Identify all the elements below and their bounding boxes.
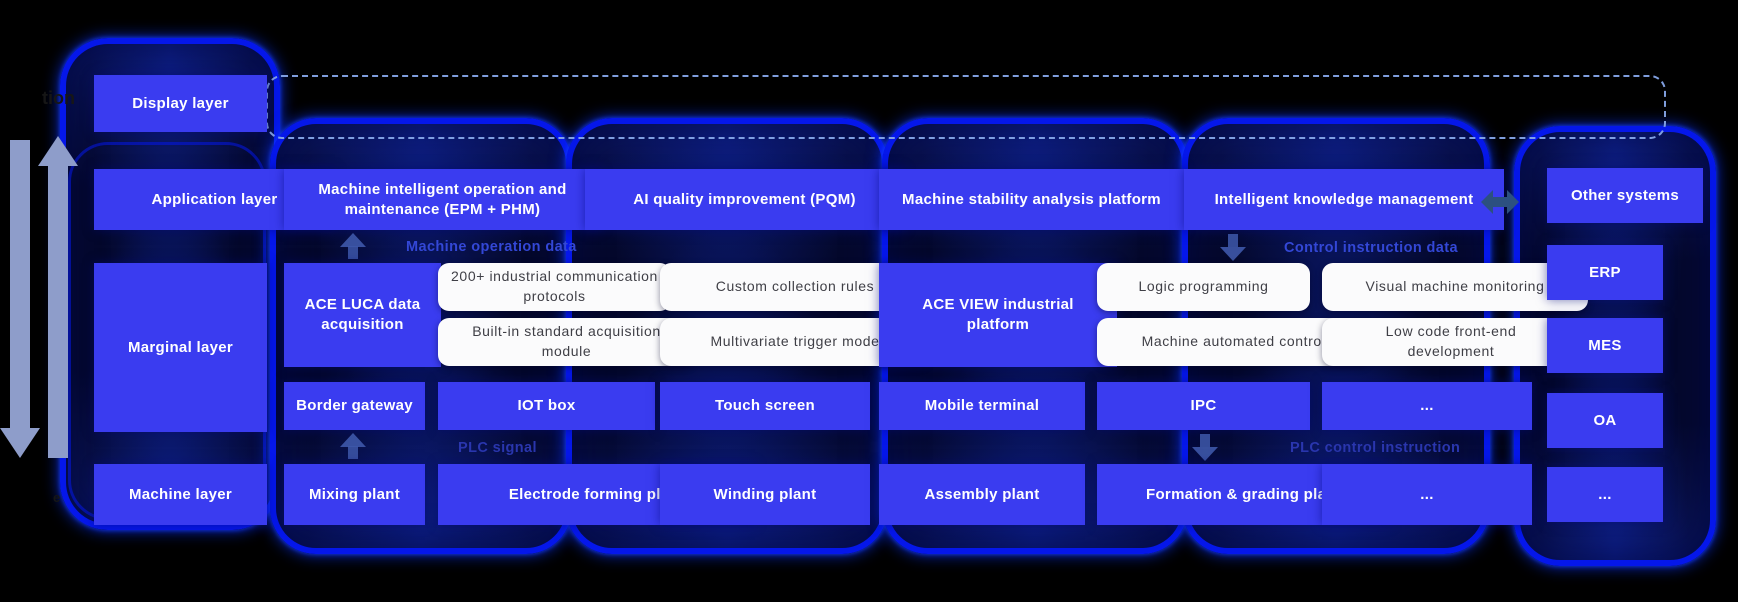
clipped-label-top-left: tion xyxy=(42,88,75,108)
box-other-systems: Other systems xyxy=(1547,168,1703,223)
app-box-knowledge-management: Intelligent knowledge management xyxy=(1184,169,1504,230)
card-low-code: Low code front-end development xyxy=(1322,318,1580,366)
clipped-label-bottom-left: e xyxy=(53,490,61,505)
box-mes: MES xyxy=(1547,318,1663,373)
legend-marginal-layer: Marginal layer xyxy=(94,263,267,432)
machine-operation-data-label: Machine operation data xyxy=(406,239,577,255)
plc-control-instruction-label: PLC control instruction xyxy=(1290,440,1461,456)
legend-machine-layer: Machine layer xyxy=(94,464,267,525)
card-builtin-module: Built-in standard acquisition module xyxy=(438,318,695,366)
box-device-ellipsis: ... xyxy=(1322,382,1532,430)
box-winding-plant: Winding plant xyxy=(660,464,870,525)
card-protocols: 200+ industrial communication protocols xyxy=(438,263,671,311)
box-other-ellipsis: ... xyxy=(1547,467,1663,522)
box-ipc: IPC xyxy=(1097,382,1310,430)
card-logic-programming: Logic programming xyxy=(1097,263,1310,311)
box-ace-luca: ACE LUCA data acquisition xyxy=(284,263,441,367)
box-border-gateway: Border gateway xyxy=(284,382,425,430)
app-box-stability-platform: Machine stability analysis platform xyxy=(879,169,1184,230)
display-layer-dashed-container xyxy=(266,75,1666,139)
box-erp: ERP xyxy=(1547,245,1663,300)
box-assembly-plant: Assembly plant xyxy=(879,464,1085,525)
data-flow-down-arrow-icon xyxy=(0,140,40,458)
box-oa: OA xyxy=(1547,393,1663,448)
box-iot-box: IOT box xyxy=(438,382,655,430)
box-machine-ellipsis: ... xyxy=(1322,464,1532,525)
data-flow-up-arrow-icon xyxy=(38,136,78,458)
card-visual-monitoring: Visual machine monitoring xyxy=(1322,263,1588,311)
box-mixing-plant: Mixing plant xyxy=(284,464,425,525)
box-ace-view: ACE VIEW industrial platform xyxy=(879,263,1117,367)
app-box-pqm: AI quality improvement (PQM) xyxy=(585,169,904,230)
legend-display-layer: Display layer xyxy=(94,75,267,132)
box-touch-screen: Touch screen xyxy=(660,382,870,430)
plc-signal-label: PLC signal xyxy=(458,440,537,456)
box-mobile-terminal: Mobile terminal xyxy=(879,382,1085,430)
app-box-epm-phm: Machine intelligent operation and mainte… xyxy=(284,169,601,230)
control-instruction-data-label: Control instruction data xyxy=(1284,240,1458,256)
bidirectional-arrow-icon xyxy=(1481,190,1519,214)
